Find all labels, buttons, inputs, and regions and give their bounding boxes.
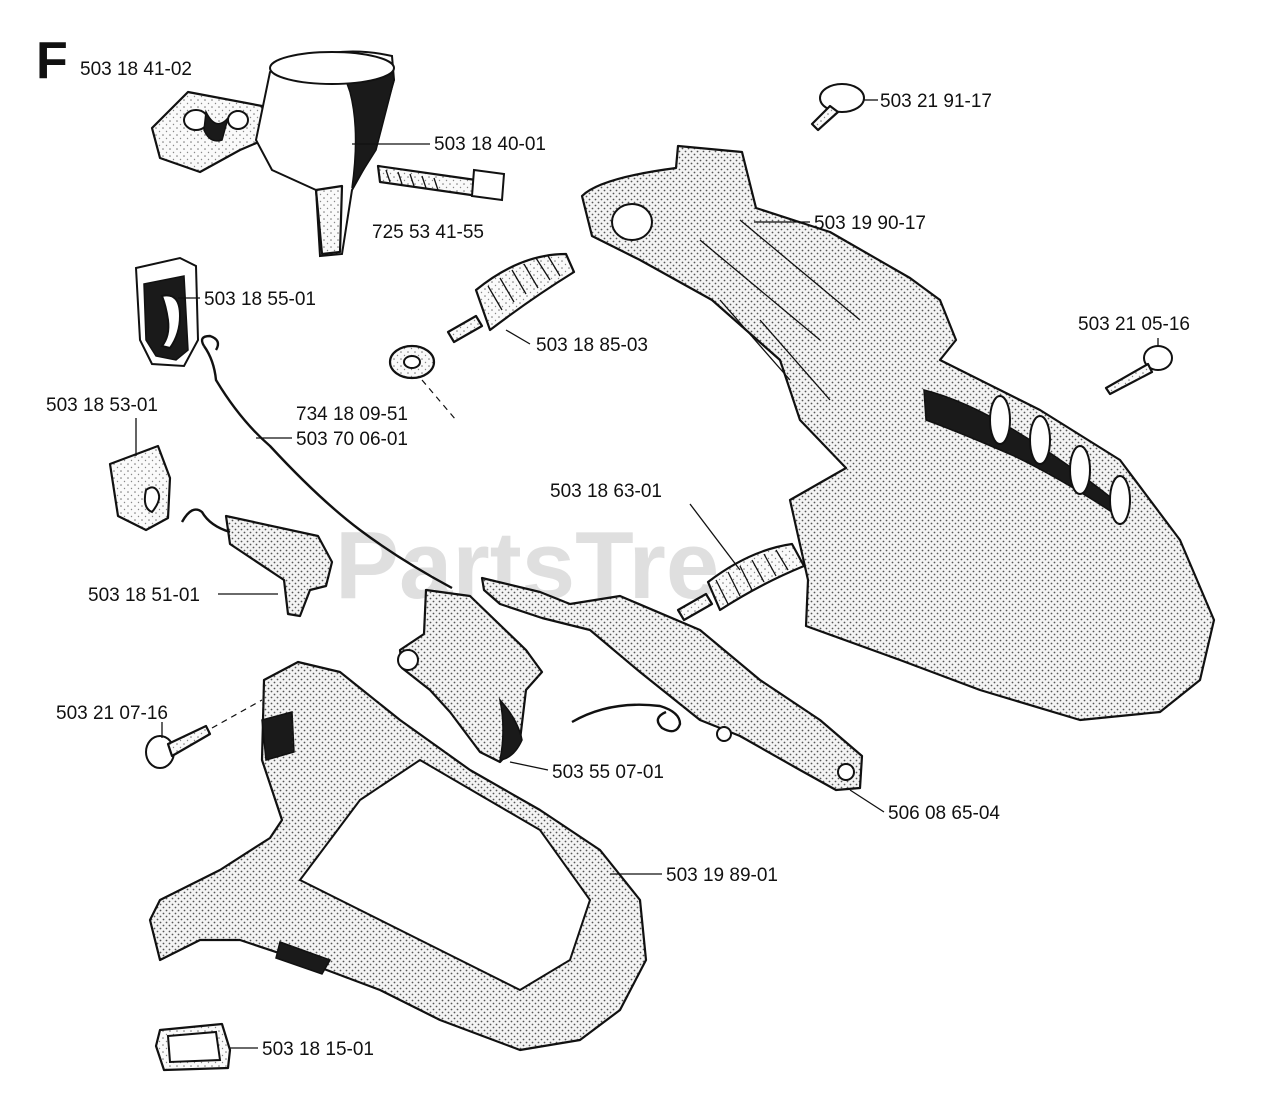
part-gasket-plate: [150, 90, 270, 174]
part-screw-219117: [810, 83, 865, 132]
label-503181501: 503 18 15-01: [262, 1039, 374, 1060]
label-503185101: 503 18 51-01: [88, 585, 200, 606]
part-intake-boot: [254, 50, 396, 258]
section-letter: F: [36, 32, 68, 90]
part-handle-half: [148, 660, 648, 1052]
label-503184102: 503 18 41-02: [80, 59, 192, 80]
part-button-181501: [154, 1022, 232, 1072]
label-503188503: 503 18 85-03: [536, 335, 648, 356]
part-throttle-cable: [200, 334, 453, 590]
label-506086504: 506 08 65-04: [888, 803, 1000, 824]
washer-axis: [421, 379, 457, 421]
label-503550701: 503 55 07-01: [552, 762, 664, 783]
part-screw-210516: [1104, 345, 1173, 396]
label-503700601: 503 70 06-01: [296, 429, 408, 450]
part-spring-188503: [446, 252, 576, 344]
label-725534155: 725 53 41-55: [372, 222, 484, 243]
label-503219117: 503 21 91-17: [880, 91, 992, 112]
part-lever-185101: [180, 508, 334, 618]
part-spring-186301: [676, 542, 806, 622]
label-734180951: 734 18 09-51: [296, 404, 408, 425]
part-clip-185301: [108, 444, 172, 532]
label-503186301: 503 18 63-01: [550, 481, 662, 502]
leader-lines: [135, 99, 1159, 1049]
part-rear-handle-housing: [580, 144, 1216, 722]
label-503210516: 503 21 05-16: [1078, 314, 1190, 335]
part-washer-734180951: [388, 344, 436, 380]
part-bolt-725: [376, 164, 506, 202]
label-503185301: 503 18 53-01: [46, 395, 158, 416]
part-throttle-trigger: [397, 588, 544, 764]
label-503185501: 503 18 55-01: [204, 289, 316, 310]
label-503198901: 503 19 89-01: [666, 865, 778, 886]
part-throttle-rod: [480, 576, 864, 792]
screw-axis: [211, 699, 263, 729]
label-503199017: 503 19 90-17: [814, 213, 926, 234]
part-clip-185501: [134, 256, 200, 368]
label-503184001: 503 18 40-01: [434, 134, 546, 155]
part-screw-210716: [145, 724, 212, 769]
label-503210716: 503 21 07-16: [56, 703, 168, 724]
